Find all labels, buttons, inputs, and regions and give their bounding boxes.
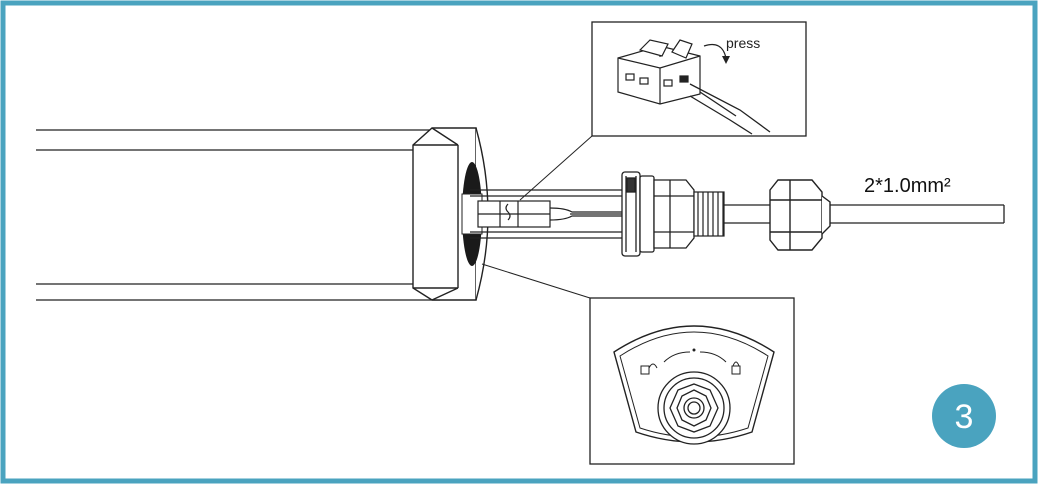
terminal-block: [477, 200, 551, 228]
cable-segment: [724, 204, 770, 224]
step-badge: 3: [932, 384, 996, 448]
internal-wires: [549, 207, 630, 221]
callout-lines: [481, 135, 593, 299]
gland-lock-ring: [621, 171, 655, 257]
connector-sleeve: [470, 189, 630, 239]
supply-cable: [830, 204, 1005, 224]
luminaire-tube: [36, 129, 440, 301]
twist-lock-inset: [589, 297, 795, 465]
press-label: press: [726, 35, 760, 51]
unlock-icon: [640, 363, 658, 375]
press-arrow-icon: [703, 43, 727, 59]
gland-thread: [693, 191, 725, 237]
cable-spec-label: 2*1.0mm²: [864, 175, 951, 197]
gland-cap-nut: [769, 179, 831, 251]
rotate-left-arrow-icon: [663, 351, 691, 363]
terminal-illustration: [617, 39, 701, 105]
face-gland: [657, 371, 731, 445]
center-dot: [692, 348, 696, 352]
press-arrowhead-icon: [722, 56, 730, 64]
lock-icon: [731, 361, 741, 375]
step-number: 3: [955, 398, 974, 436]
end-cap-opening: [461, 162, 483, 266]
inset-wires: [689, 83, 771, 135]
rotate-right-arrow-icon: [699, 351, 727, 363]
press-terminal-inset: press: [591, 21, 807, 137]
gland-body: [653, 179, 695, 249]
